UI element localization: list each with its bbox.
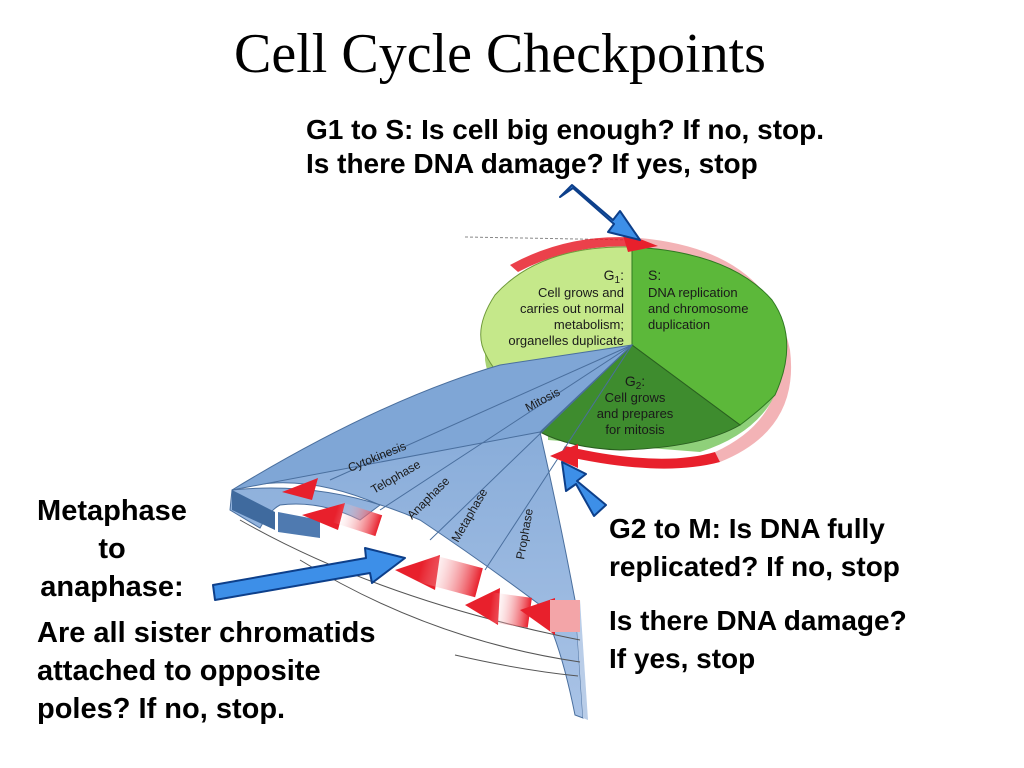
meta-ana-line: Are all sister chromatids [37, 617, 376, 649]
fan-edge-left [232, 490, 275, 530]
g2-m-line: Is there DNA damage? [609, 605, 907, 636]
g1-desc-line: carries out normal [520, 301, 624, 316]
g2-title: G2: [625, 373, 645, 392]
meta-ana-line: anaphase: [40, 571, 184, 603]
s-desc-line: DNA replication [648, 285, 738, 300]
red-ring [510, 237, 642, 272]
fan-divider [429, 344, 633, 541]
meta-ana-line: Metaphase [37, 495, 187, 527]
g1-desc-line: organelles duplicate [508, 333, 624, 348]
g2-m-checkpoint-note: G2 to M: Is DNA fully replicated? If no,… [609, 510, 907, 678]
g2-desc-line: and prepares [597, 406, 674, 421]
mitosis-band [231, 344, 634, 491]
meta-ana-line: to [98, 533, 126, 565]
s-desc-line: duplication [648, 317, 710, 332]
meta-ana-line: attached to opposite [37, 655, 321, 687]
g2-m-blue-arrow [561, 461, 607, 517]
g2-m-line: If yes, stop [609, 643, 756, 674]
g2-slice [539, 344, 741, 451]
meta-ana-question: Are all sister chromatids attached to op… [37, 614, 375, 728]
fan-divider [329, 344, 633, 481]
g1-s-line: Is there DNA damage? If yes, stop [306, 148, 758, 179]
g1-desc-line: Cell grows and [538, 285, 624, 300]
mitosis-arc-line [454, 654, 579, 677]
g1-title: G1: [604, 267, 624, 286]
red-arrow [282, 478, 318, 500]
g1-desc-line: metabolism; [554, 317, 624, 332]
s-slice [631, 246, 788, 426]
meta-ana-blue-arrow [212, 547, 406, 601]
g1-s-blue-arrow [559, 184, 641, 241]
g2-desc-line: Cell grows [605, 390, 666, 405]
g1-s-checkpoint-note: G1 to S: Is cell big enough? If no, stop… [306, 113, 824, 181]
red-arrow-band [332, 501, 383, 537]
red-arrow-band [417, 552, 483, 598]
red-ring-bottom [560, 446, 720, 469]
fan-divider [379, 344, 633, 511]
meta-ana-line: poles? If no, stop. [37, 693, 286, 725]
mitosis-arc-line [239, 519, 581, 641]
g2-desc-line: for mitosis [605, 422, 665, 437]
fan-edge-mid [278, 512, 320, 538]
red-arrow-band [488, 592, 532, 628]
s-title: S: [648, 267, 661, 283]
page-title: Cell Cycle Checkpoints [234, 23, 766, 85]
g2-m-line: G2 to M: Is DNA fully [609, 513, 885, 544]
g2-m-line: replicated? If no, stop [609, 551, 900, 582]
g2-m-red-arrowhead [550, 444, 578, 468]
s-desc-line: and chromosome [648, 301, 748, 316]
red-arrow [302, 503, 345, 530]
red-arrow [520, 598, 555, 635]
g1-s-line: G1 to S: Is cell big enough? If no, stop… [306, 114, 824, 145]
meta-ana-heading: Metaphase to anaphase: [22, 492, 202, 606]
red-arrow-band [550, 600, 580, 632]
